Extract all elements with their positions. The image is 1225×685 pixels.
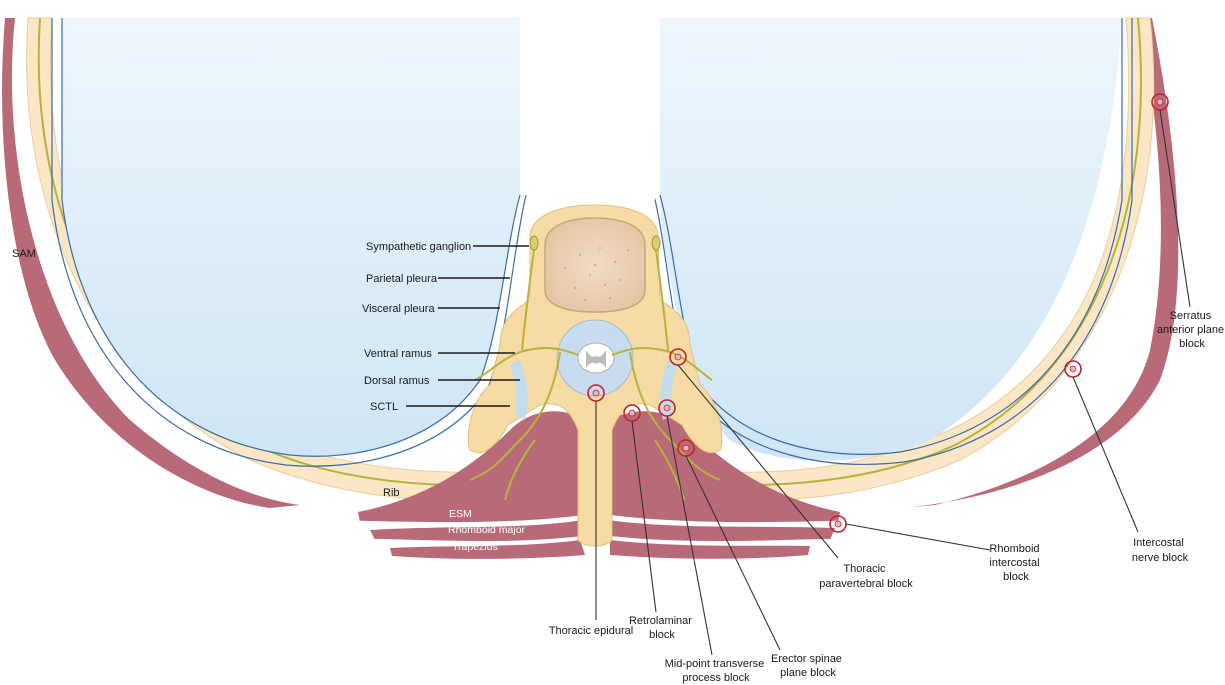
sympathetic-ganglion-left [530,236,538,250]
lung-left [62,18,520,456]
label-rhomboid-major: Rhomboid major [448,524,526,536]
label-parietal-pleura: Parietal pleura [366,273,438,285]
label-mid-point-transverse-block: Mid-point transverse process block [665,658,768,684]
label-intercostal-nerve-block: Intercostal nerve block [1132,537,1189,564]
label-rhomboid-intercostal-block: Rhomboid intercostal block [989,543,1042,583]
label-ventral-ramus: Ventral ramus [364,348,432,360]
lung-right [660,18,1122,461]
label-sctl: SCTL [370,401,398,413]
label-dorsal-ramus: Dorsal ramus [364,375,430,387]
sympathetic-ganglion-right [652,236,660,250]
label-rib: Rib [383,487,400,499]
mediastinum [521,18,660,200]
label-thoracic-epidural: Thoracic epidural [549,625,633,637]
label-sympathetic-ganglion: Sympathetic ganglion [366,241,471,253]
label-retrolaminar-block: Retrolaminar block [629,615,695,641]
label-trapezius: Trapezius [452,541,498,553]
label-sam: SAM [12,248,36,260]
label-erector-spinae-block: Erector spinae plane block [771,653,845,679]
label-thoracic-paravertebral-block: Thoracic paravertebral block [819,563,913,590]
label-visceral-pleura: Visceral pleura [362,303,435,315]
label-esm: ESM [449,508,472,520]
